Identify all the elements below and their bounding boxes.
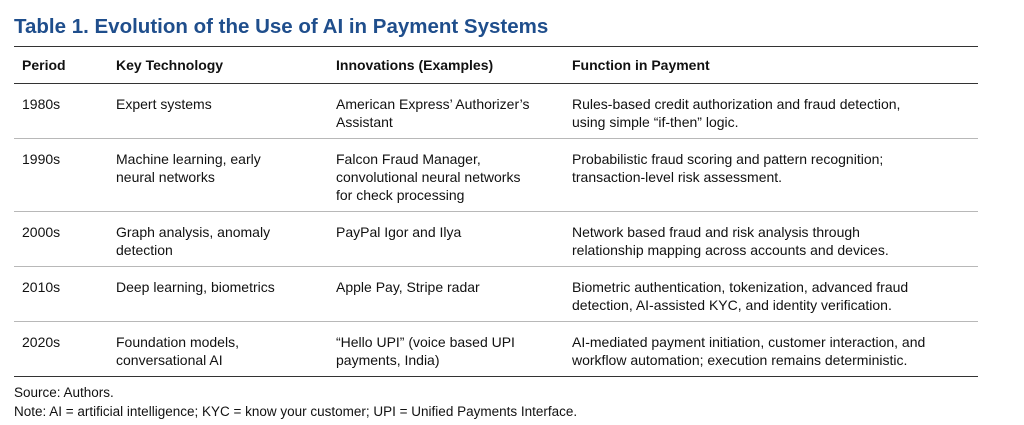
- function-line: detection, AI-assisted KYC, and identity…: [572, 297, 892, 313]
- period-text: 2010s: [22, 279, 61, 295]
- cell-period: 2010s: [14, 267, 108, 322]
- cell-key-technology: Machine learning, early neural networks: [108, 139, 328, 212]
- cell-key-technology: Graph analysis, anomaly detection: [108, 212, 328, 267]
- table-header: Period Key Technology Innovations (Examp…: [14, 46, 978, 84]
- header-function-in-payment: Function in Payment: [572, 57, 710, 73]
- technology-line: Expert systems: [116, 96, 212, 112]
- innovations-line: Apple Pay, Stripe radar: [336, 279, 480, 295]
- innovations-line: payments, India): [336, 352, 440, 368]
- function-line: relationship mapping across accounts and…: [572, 242, 889, 258]
- technology-line: Graph analysis, anomaly: [116, 224, 271, 240]
- innovations-line: convolutional neural networks: [336, 169, 521, 185]
- cell-key-technology: Expert systems: [108, 84, 328, 139]
- cell-function: AI-mediated payment initiation, customer…: [564, 322, 978, 377]
- table-body: 1980s Expert systems American Express’ A…: [14, 84, 978, 377]
- cell-period: 1980s: [14, 84, 108, 139]
- cell-function: Biometric authentication, tokenization, …: [564, 267, 978, 322]
- function-line: Network based fraud and risk analysis th…: [572, 224, 860, 240]
- table-row: 1990s Machine learning, early neural net…: [14, 139, 978, 212]
- cell-innovations: “Hello UPI” (voice based UPI payments, I…: [328, 322, 564, 377]
- cell-key-technology: Foundation models, conversational AI: [108, 322, 328, 377]
- function-line: Biometric authentication, tokenization, …: [572, 279, 909, 295]
- innovations-line: for check processing: [336, 187, 465, 203]
- table-row: 2010s Deep learning, biometrics Apple Pa…: [14, 267, 978, 322]
- cell-period: 2000s: [14, 212, 108, 267]
- table-row: 2000s Graph analysis, anomaly detection …: [14, 212, 978, 267]
- technology-line: Deep learning, biometrics: [116, 279, 275, 295]
- table-row: 1980s Expert systems American Express’ A…: [14, 84, 978, 139]
- function-line: using simple “if-then” logic.: [572, 114, 739, 130]
- innovations-line: American Express’ Authorizer’s: [336, 96, 530, 112]
- cell-function: Network based fraud and risk analysis th…: [564, 212, 978, 267]
- technology-line: Foundation models,: [116, 334, 239, 350]
- header-key-technology: Key Technology: [116, 57, 224, 73]
- document-page: Table 1. Evolution of the Use of AI in P…: [14, 12, 978, 421]
- table-notes: Source: Authors. Note: AI = artificial i…: [14, 383, 978, 421]
- cell-innovations: Falcon Fraud Manager, convolutional neur…: [328, 139, 564, 212]
- cell-function: Rules-based credit authorization and fra…: [564, 84, 978, 139]
- cell-innovations: PayPal Igor and Ilya: [328, 212, 564, 267]
- cell-key-technology: Deep learning, biometrics: [108, 267, 328, 322]
- cell-function: Probabilistic fraud scoring and pattern …: [564, 139, 978, 212]
- innovations-line: Falcon Fraud Manager,: [336, 151, 481, 167]
- table-title: Table 1. Evolution of the Use of AI in P…: [14, 15, 549, 38]
- innovations-line: PayPal Igor and Ilya: [336, 224, 462, 240]
- technology-line: neural networks: [116, 169, 215, 185]
- table-row: 2020s Foundation models, conversational …: [14, 322, 978, 377]
- abbreviation-note: Note: AI = artificial intelligence; KYC …: [14, 404, 578, 419]
- function-line: Rules-based credit authorization and fra…: [572, 96, 901, 112]
- ai-payments-table: Period Key Technology Innovations (Examp…: [14, 46, 978, 377]
- cell-period: 1990s: [14, 139, 108, 212]
- innovations-line: “Hello UPI” (voice based UPI: [336, 334, 515, 350]
- cell-innovations: Apple Pay, Stripe radar: [328, 267, 564, 322]
- cell-innovations: American Express’ Authorizer’s Assistant: [328, 84, 564, 139]
- function-line: transaction-level risk assessment.: [572, 169, 783, 185]
- period-text: 2020s: [22, 334, 61, 350]
- technology-line: detection: [116, 242, 173, 258]
- header-period: Period: [22, 57, 66, 73]
- function-line: workflow automation; execution remains d…: [572, 352, 908, 368]
- period-text: 2000s: [22, 224, 61, 240]
- period-text: 1980s: [22, 96, 61, 112]
- source-note: Source: Authors.: [14, 385, 114, 400]
- technology-line: Machine learning, early: [116, 151, 261, 167]
- innovations-line: Assistant: [336, 114, 393, 130]
- cell-period: 2020s: [14, 322, 108, 377]
- header-innovations: Innovations (Examples): [336, 57, 494, 73]
- header-row: Period Key Technology Innovations (Examp…: [14, 46, 978, 84]
- period-text: 1990s: [22, 151, 61, 167]
- technology-line: conversational AI: [116, 352, 223, 368]
- function-line: Probabilistic fraud scoring and pattern …: [572, 151, 884, 167]
- function-line: AI-mediated payment initiation, customer…: [572, 334, 926, 350]
